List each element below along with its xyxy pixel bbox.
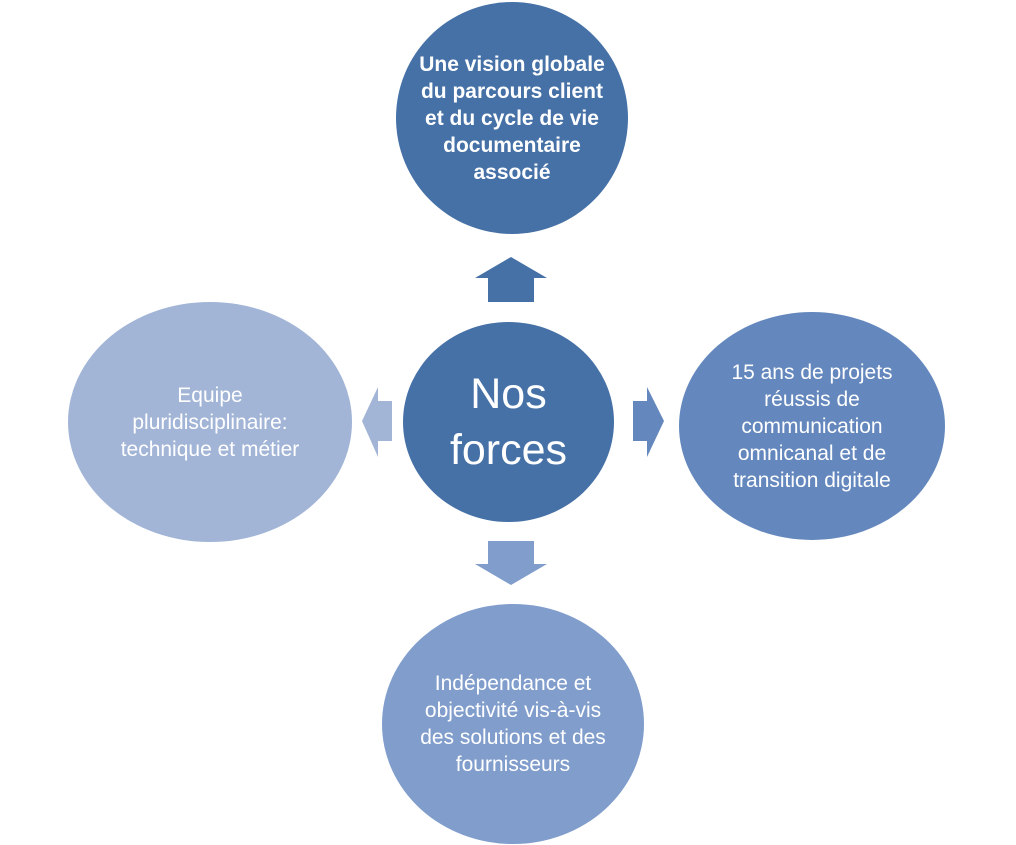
node-equipe: Equipe pluridisciplinaire: technique et … xyxy=(68,302,352,542)
node-nos-forces: Nos forces xyxy=(403,322,614,522)
node-15-ans-projets-label: 15 ans de projets réussis de communicati… xyxy=(731,360,893,492)
node-equipe-label: Equipe pluridisciplinaire: technique et … xyxy=(120,383,300,461)
node-independance-label: Indépendance et objectivité vis-à-vis de… xyxy=(420,672,606,776)
node-15-ans-projets: 15 ans de projets réussis de communicati… xyxy=(679,312,945,540)
node-vision-globale: Une vision globale du parcours client et… xyxy=(396,2,628,234)
node-vision-globale-label: Une vision globale du parcours client et… xyxy=(419,52,605,184)
arrow-right-icon xyxy=(633,387,664,457)
arrow-down-icon xyxy=(475,541,547,585)
node-independance: Indépendance et objectivité vis-à-vis de… xyxy=(382,604,644,844)
node-nos-forces-label: Nos forces xyxy=(449,370,568,474)
arrow-left-icon xyxy=(362,387,392,457)
arrow-up-icon xyxy=(475,257,547,302)
